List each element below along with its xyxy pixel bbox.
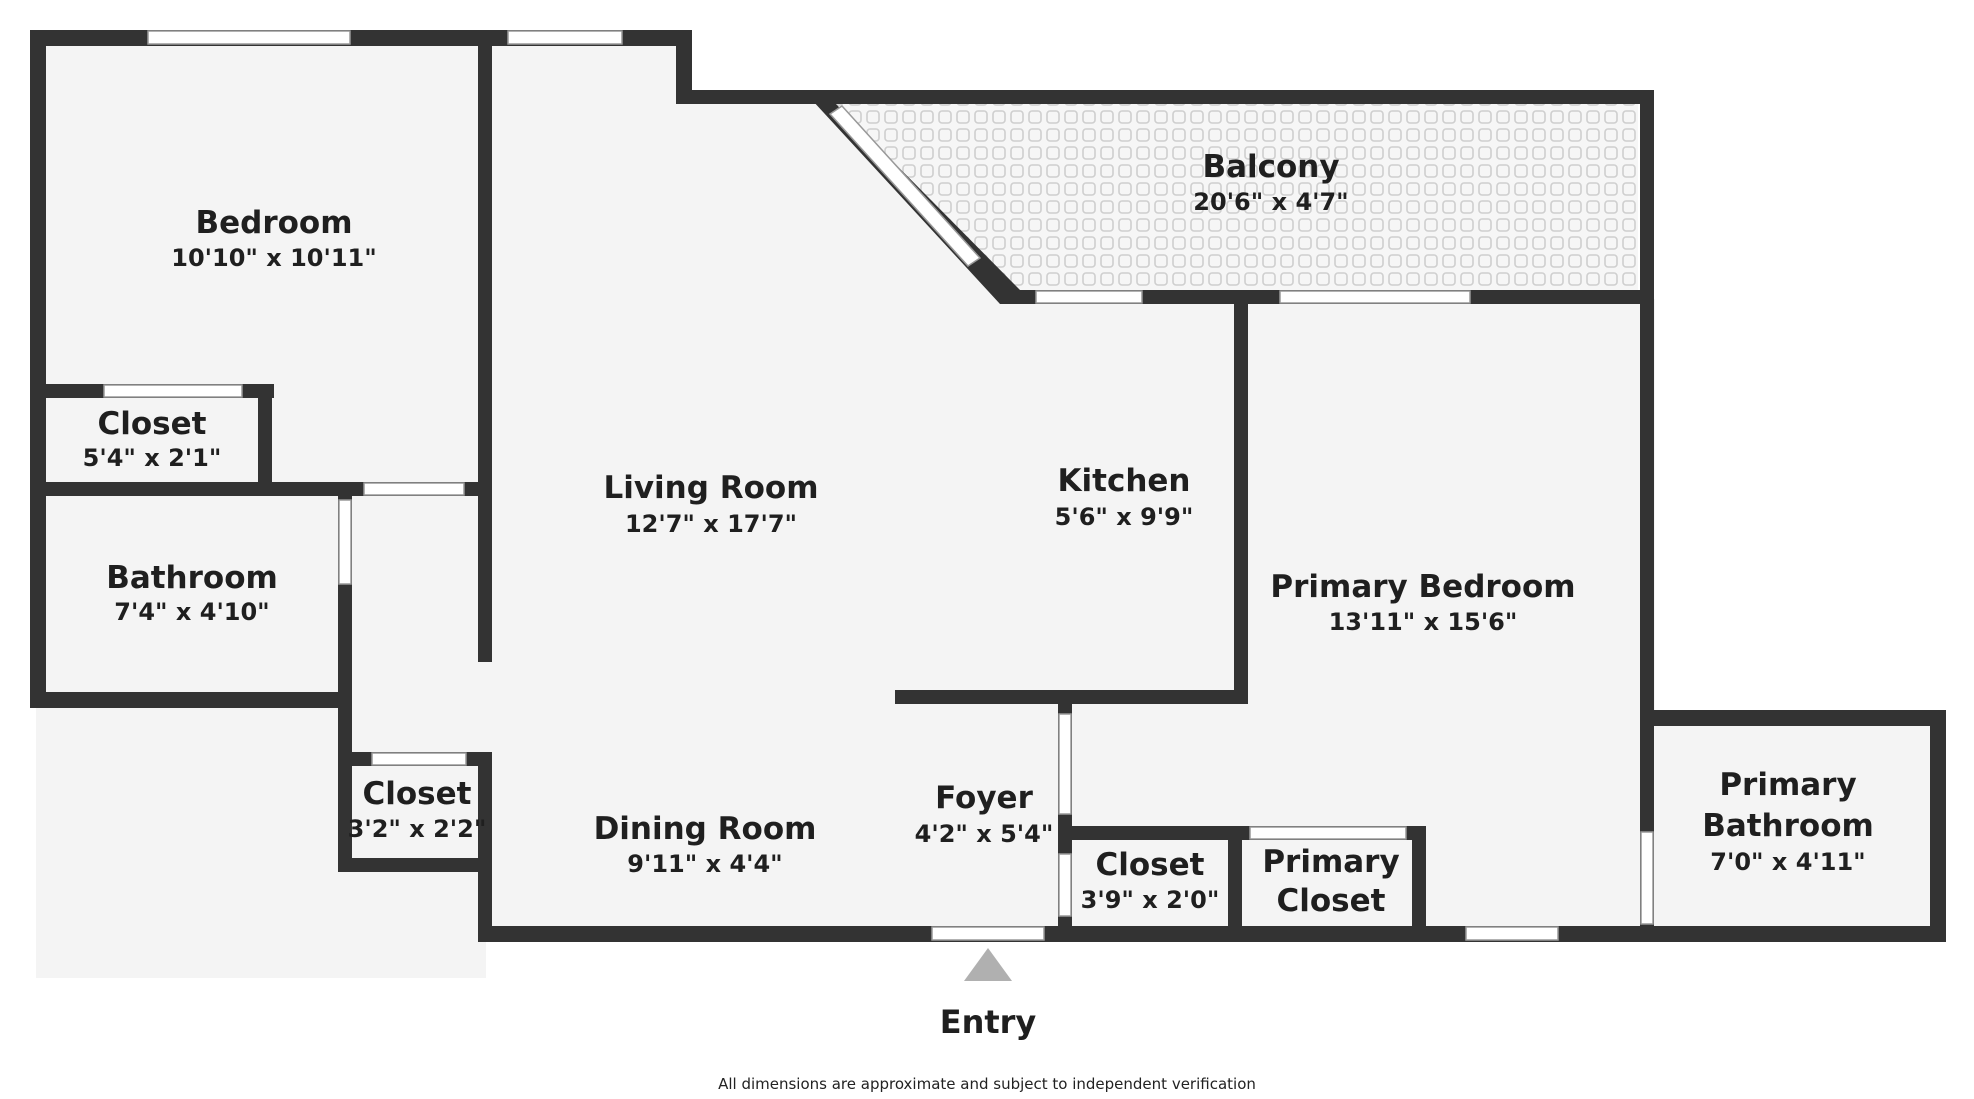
entry-label: Entry (940, 1003, 1037, 1041)
room-primary-bathroom: Primary Bathroom 7'0" x 4'11" (1702, 767, 1874, 876)
room-name: Closet (1096, 847, 1205, 883)
door (1058, 713, 1072, 815)
room-dimensions: 7'4" x 4'10" (114, 598, 269, 626)
room-name: Closet (363, 776, 472, 812)
room-dimensions: 5'4" x 2'1" (83, 444, 222, 472)
room-dimensions: 9'11" x 4'4" (627, 850, 782, 878)
room-name: Living Room (603, 470, 818, 506)
door (103, 384, 243, 398)
room-closet-bedroom: Closet 5'4" x 2'1" (83, 406, 222, 472)
window (1279, 290, 1471, 304)
entry-door (931, 926, 1045, 941)
disclaimer: All dimensions are approximate and subje… (718, 1075, 1256, 1093)
door (1465, 926, 1559, 941)
room-name: Closet (98, 406, 207, 442)
room-balcony: Balcony 20'6" x 4'7" (1193, 149, 1348, 216)
room-primary-bedroom: Primary Bedroom 13'11" x 15'6" (1270, 569, 1575, 636)
room-dining-room: Dining Room 9'11" x 4'4" (594, 811, 817, 878)
room-primary-closet: Primary Closet (1262, 844, 1399, 919)
room-name-line1: Primary (1262, 844, 1399, 880)
room-dimensions: 4'2" x 5'4" (915, 820, 1054, 848)
room-name: Foyer (935, 780, 1033, 816)
room-name: Bathroom (106, 560, 278, 596)
room-dimensions: 13'11" x 15'6" (1329, 608, 1518, 636)
door (1640, 831, 1654, 925)
room-dimensions: 10'10" x 10'11" (171, 244, 377, 272)
room-bathroom: Bathroom 7'4" x 4'10" (106, 560, 278, 626)
room-bedroom: Bedroom 10'10" x 10'11" (171, 205, 377, 272)
window (1035, 290, 1143, 304)
window (507, 30, 623, 45)
door (1249, 826, 1407, 840)
room-living-room: Living Room 12'7" x 17'7" (603, 470, 818, 538)
window (147, 30, 351, 45)
room-name: Dining Room (594, 811, 817, 847)
window (828, 105, 982, 267)
room-name: Balcony (1202, 149, 1339, 185)
room-name-line2: Closet (1277, 883, 1386, 919)
room-dimensions: 7'0" x 4'11" (1710, 848, 1865, 876)
room-dimensions: 20'6" x 4'7" (1193, 188, 1348, 216)
entry-arrow-icon (964, 948, 1012, 981)
openings (103, 30, 1654, 941)
door (371, 752, 467, 766)
room-name-line1: Primary (1719, 767, 1856, 803)
door (338, 499, 352, 585)
room-dimensions: 12'7" x 17'7" (625, 510, 797, 538)
room-foyer: Foyer 4'2" x 5'4" (915, 780, 1054, 848)
balcony-floor (830, 104, 1638, 290)
door (363, 482, 465, 496)
room-kitchen: Kitchen 5'6" x 9'9" (1055, 463, 1194, 531)
room-dimensions: 3'2" x 2'2" (348, 815, 487, 843)
room-closet-hall: Closet 3'2" x 2'2" (348, 776, 487, 843)
room-closet-foyer: Closet 3'9" x 2'0" (1081, 847, 1220, 914)
room-name: Bedroom (195, 205, 352, 241)
room-dimensions: 3'9" x 2'0" (1081, 886, 1220, 914)
room-dimensions: 5'6" x 9'9" (1055, 503, 1194, 531)
room-name: Primary Bedroom (1270, 569, 1575, 605)
door (1058, 853, 1072, 917)
room-name-line2: Bathroom (1702, 808, 1874, 844)
room-name: Kitchen (1057, 463, 1190, 499)
